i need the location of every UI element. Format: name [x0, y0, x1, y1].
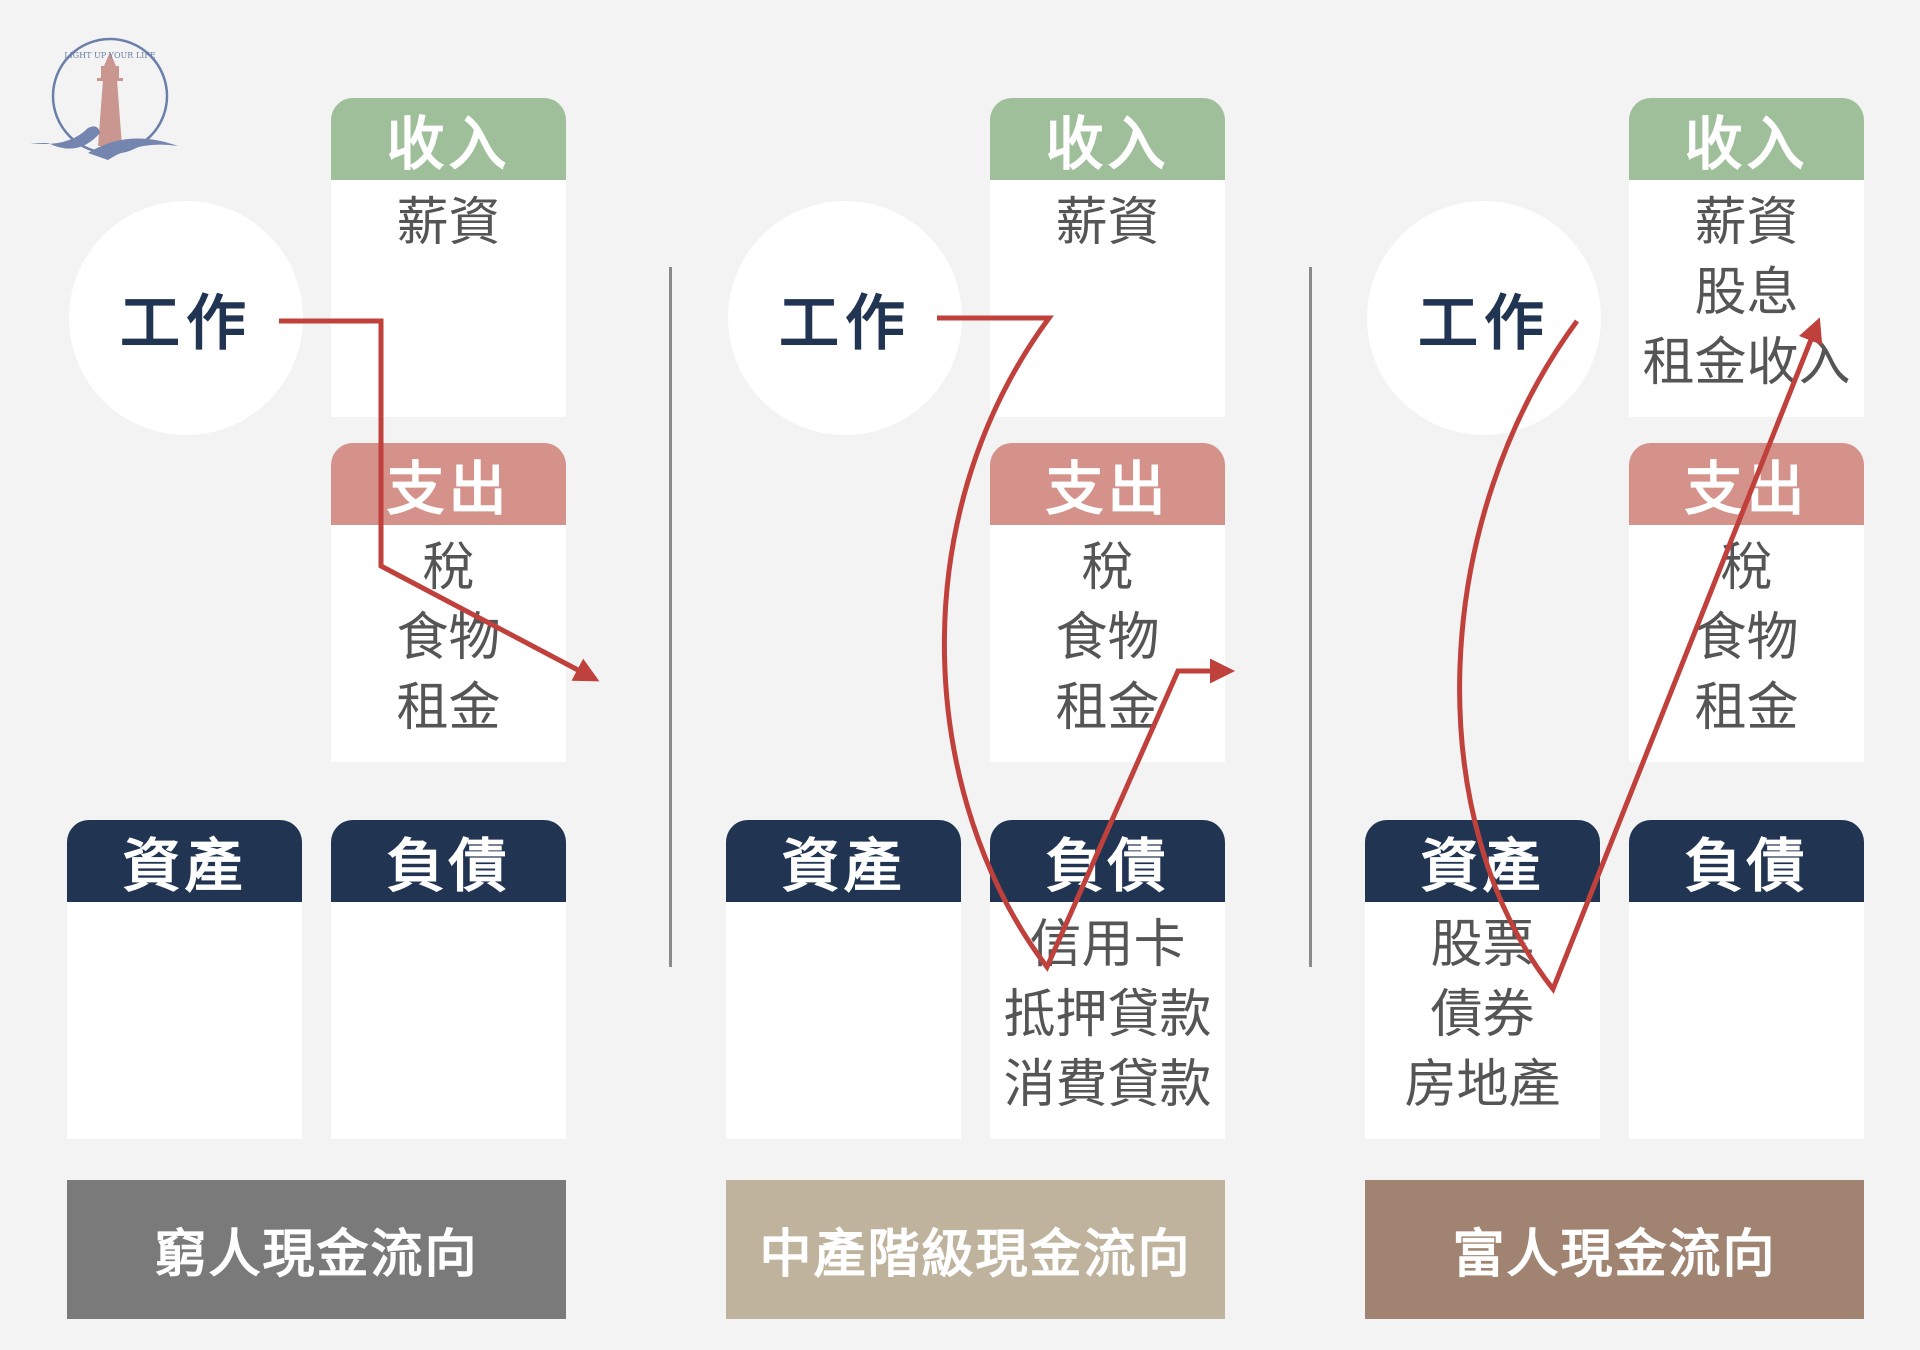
assets-card: 資產 — [726, 820, 961, 1139]
footer-label: 窮人現金流向 — [67, 1180, 566, 1319]
expense-header: 支出 — [1629, 443, 1864, 525]
income-item: 薪資 — [1694, 193, 1799, 253]
liabilities-header: 負債 — [1629, 820, 1864, 902]
liabilities-card: 負債 — [1629, 820, 1864, 1139]
expense-item: 租金 — [1694, 678, 1799, 738]
income-header: 收入 — [331, 98, 566, 180]
footer-label: 富人現金流向 — [1365, 1180, 1864, 1319]
assets-header: 資產 — [67, 820, 302, 902]
liabilities-card: 負債 — [331, 820, 566, 1139]
liabilities-items — [1629, 902, 1864, 910]
income-item: 股息 — [1694, 263, 1799, 323]
expense-header: 支出 — [990, 443, 1225, 525]
liabilities-item: 抵押貸款 — [1003, 985, 1212, 1045]
income-header: 收入 — [1629, 98, 1864, 180]
assets-header: 資產 — [1365, 820, 1600, 902]
logo: LIGHT UP YOUR LIFE — [30, 37, 178, 160]
work-circle: 工作 — [728, 201, 962, 435]
assets-header: 資產 — [726, 820, 961, 902]
income-items: 薪資 — [990, 180, 1225, 258]
footer-label: 中產階級現金流向 — [726, 1180, 1225, 1319]
assets-items: 股票債券房地產 — [1365, 902, 1600, 1120]
income-items: 薪資 — [331, 180, 566, 258]
assets-card: 資產股票債券房地產 — [1365, 820, 1600, 1139]
liabilities-item: 信用卡 — [1029, 915, 1186, 975]
assets-card: 資產 — [67, 820, 302, 1139]
expense-items: 稅食物租金 — [331, 525, 566, 743]
expense-item: 食物 — [1694, 608, 1799, 668]
expense-item: 稅 — [1720, 538, 1773, 598]
income-item: 薪資 — [1055, 193, 1160, 253]
svg-text:LIGHT UP YOUR LIFE: LIGHT UP YOUR LIFE — [64, 51, 156, 60]
expense-item: 稅 — [422, 538, 475, 598]
liabilities-item: 消費貸款 — [1003, 1055, 1212, 1115]
liabilities-card: 負債信用卡抵押貸款消費貸款 — [990, 820, 1225, 1139]
liabilities-header: 負債 — [990, 820, 1225, 902]
liabilities-items — [331, 902, 566, 910]
assets-item: 股票 — [1430, 915, 1535, 975]
divider — [1309, 267, 1312, 967]
assets-items — [67, 902, 302, 910]
expense-item: 租金 — [396, 678, 501, 738]
expense-header: 支出 — [331, 443, 566, 525]
income-header: 收入 — [990, 98, 1225, 180]
income-item: 薪資 — [396, 193, 501, 253]
expense-card: 支出稅食物租金 — [331, 443, 566, 762]
income-card: 收入薪資 — [990, 98, 1225, 417]
expense-items: 稅食物租金 — [990, 525, 1225, 743]
work-circle: 工作 — [69, 201, 303, 435]
income-item: 租金收入 — [1642, 333, 1851, 393]
income-items: 薪資股息租金收入 — [1629, 180, 1864, 398]
expense-item: 租金 — [1055, 678, 1160, 738]
expense-item: 食物 — [396, 608, 501, 668]
expense-item: 稅 — [1081, 538, 1134, 598]
divider — [669, 267, 672, 967]
assets-item: 房地產 — [1404, 1055, 1561, 1115]
assets-item: 債券 — [1430, 985, 1535, 1045]
expense-items: 稅食物租金 — [1629, 525, 1864, 743]
income-card: 收入薪資股息租金收入 — [1629, 98, 1864, 417]
work-circle: 工作 — [1367, 201, 1601, 435]
liabilities-items: 信用卡抵押貸款消費貸款 — [990, 902, 1225, 1120]
liabilities-header: 負債 — [331, 820, 566, 902]
assets-items — [726, 902, 961, 910]
income-card: 收入薪資 — [331, 98, 566, 417]
expense-item: 食物 — [1055, 608, 1160, 668]
expense-card: 支出稅食物租金 — [990, 443, 1225, 762]
expense-card: 支出稅食物租金 — [1629, 443, 1864, 762]
